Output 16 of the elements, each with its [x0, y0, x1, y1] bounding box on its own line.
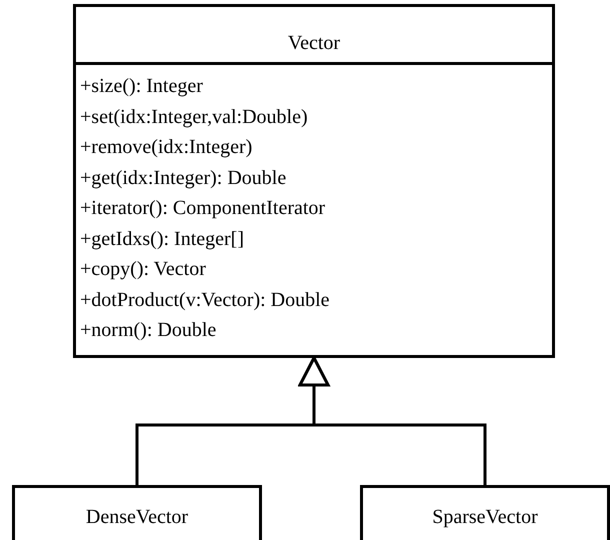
class-name: SparseVector	[432, 505, 538, 530]
method-signature: +size(): Integer	[80, 74, 204, 99]
class-box	[360, 485, 610, 540]
class-name: Vector	[288, 31, 340, 56]
method-signature: +set(idx:Integer,val:Double)	[80, 104, 309, 130]
method-signature: +remove(idx:Integer)	[80, 135, 254, 160]
method-signature: +getIdxs(): Integer[]	[80, 226, 245, 252]
inheritance-arrow	[298, 356, 486, 485]
method-signature: +iterator(): ComponentIterator	[80, 196, 326, 221]
method-signature: +get(idx:Integer): Double	[80, 166, 288, 190]
class-box	[73, 4, 555, 358]
method-signature: +copy(): Vector	[80, 257, 207, 282]
method-signature: +dotProduct(v:Vector): Double	[80, 288, 331, 312]
class-name: DenseVector	[86, 505, 188, 530]
method-signature: +norm(): Double	[80, 318, 218, 343]
class-box	[12, 485, 262, 540]
